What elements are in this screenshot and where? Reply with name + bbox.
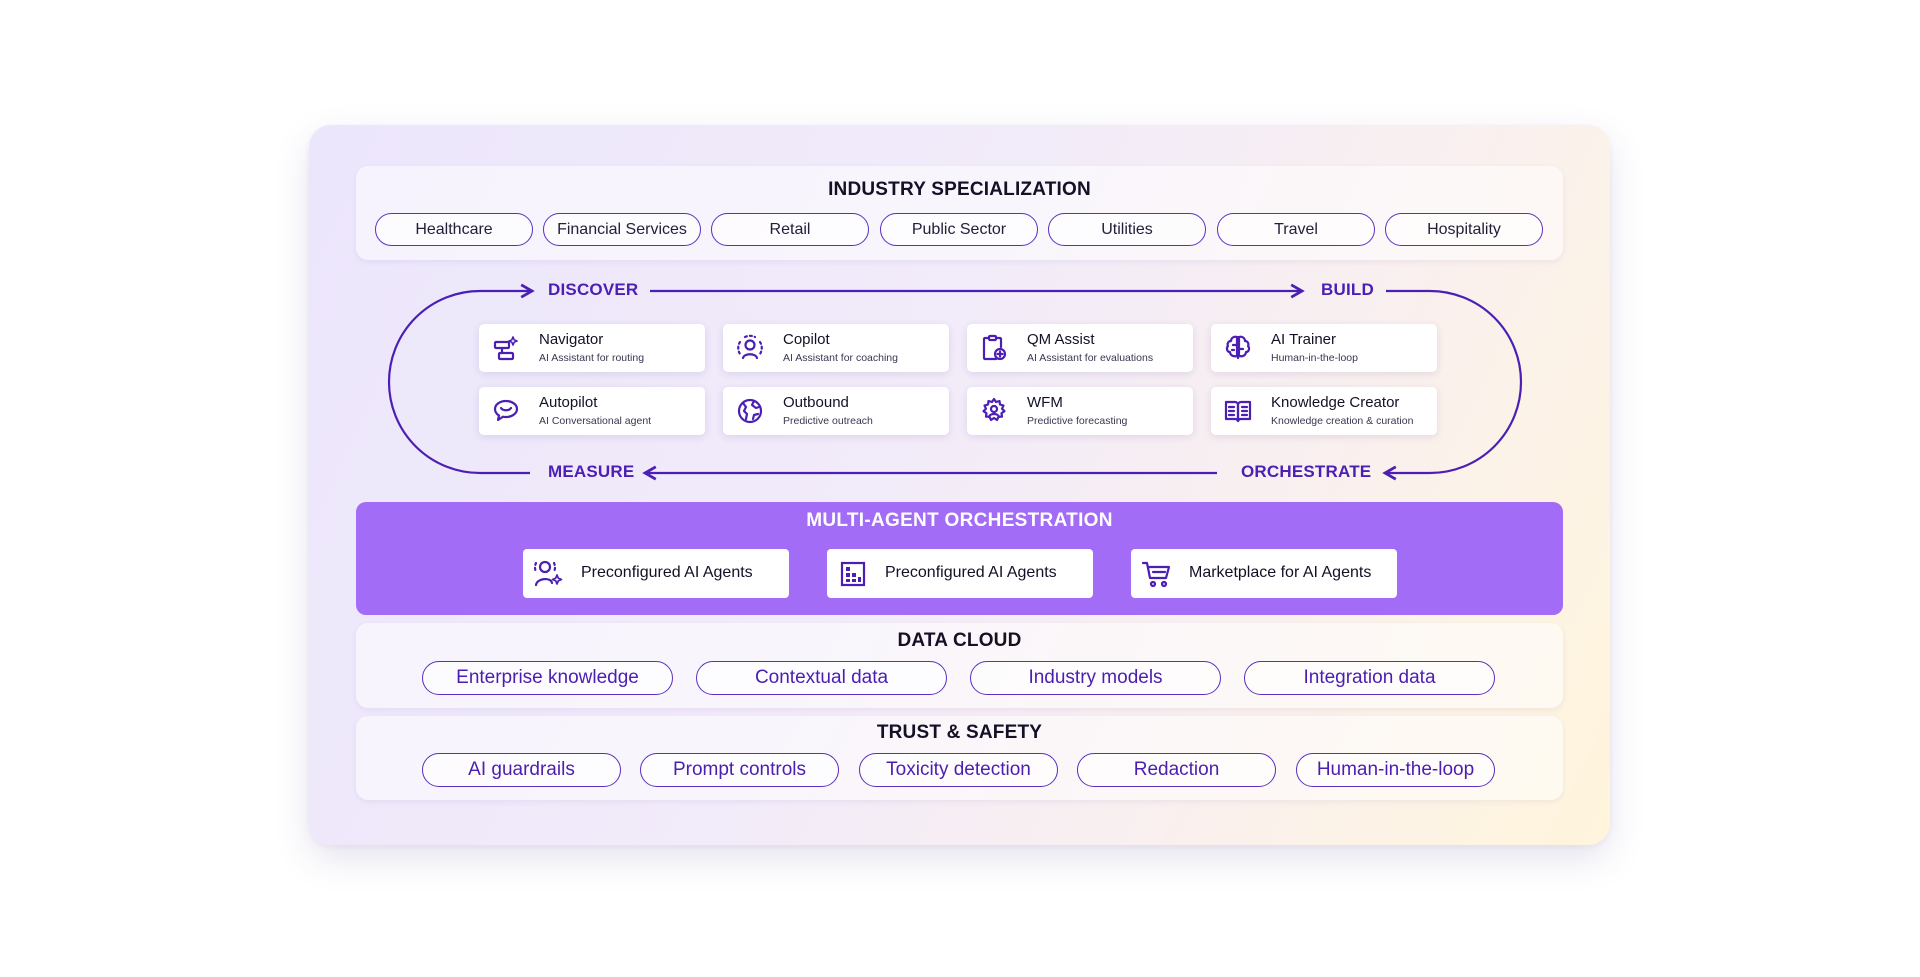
industry-chip-public-sector: Public Sector	[880, 213, 1038, 246]
data-chip-enterprise-knowledge: Enterprise knowledge	[422, 661, 673, 695]
brain-icon	[1225, 335, 1251, 360]
tile-ai-trainer: AI Trainer Human-in-the-loop	[1211, 324, 1437, 372]
industry-chip-travel: Travel	[1217, 213, 1375, 246]
loop-arc-right	[1382, 289, 1523, 481]
tile-wfm: WFM Predictive forecasting	[967, 387, 1193, 435]
tile-outbound-desc: Predictive outreach	[783, 415, 873, 427]
loop-arc-left	[387, 283, 535, 475]
preconfigured-agents-label-2: Preconfigured AI Agents	[885, 564, 1057, 581]
clipboard-plus-icon	[982, 334, 1007, 361]
marketplace-ai-agents-label: Marketplace for AI Agents	[1189, 564, 1372, 581]
book-icon	[1224, 400, 1252, 423]
tile-knowledge-creator: Knowledge Creator Knowledge creation & c…	[1211, 387, 1437, 435]
trust-safety-panel: TRUST & SAFETY AI guardrails Prompt cont…	[356, 716, 1563, 800]
trust-chip-ai-guardrails: AI guardrails	[422, 753, 621, 787]
trust-chip-redaction: Redaction	[1077, 753, 1276, 787]
tile-navigator: Navigator AI Assistant for routing	[479, 324, 705, 372]
tile-knowledge-creator-desc: Knowledge creation & curation	[1271, 415, 1414, 427]
tile-copilot-desc: AI Assistant for coaching	[783, 352, 898, 364]
tile-qm-assist: QM Assist AI Assistant for evaluations	[967, 324, 1193, 372]
industry-chip-healthcare: Healthcare	[375, 213, 533, 246]
tile-autopilot: Autopilot AI Conversational agent	[479, 387, 705, 435]
trust-chip-toxicity-detection: Toxicity detection	[859, 753, 1058, 787]
trust-chip-prompt-controls: Prompt controls	[640, 753, 839, 787]
routing-icon	[493, 336, 518, 361]
industry-chip-financial-services: Financial Services	[543, 213, 701, 246]
stage-discover-label: DISCOVER	[548, 280, 639, 299]
tile-wfm-name: WFM	[1027, 394, 1063, 411]
industry-chip-hospitality: Hospitality	[1385, 213, 1543, 246]
tile-copilot-name: Copilot	[783, 331, 830, 348]
tile-qm-assist-desc: AI Assistant for evaluations	[1027, 352, 1154, 364]
tile-outbound-name: Outbound	[783, 394, 849, 411]
trust-chip-human-in-the-loop: Human-in-the-loop	[1296, 753, 1495, 787]
preconfigured-agents-label-1: Preconfigured AI Agents	[581, 564, 753, 581]
industry-chip-retail: Retail	[711, 213, 869, 246]
globe-icon	[737, 398, 763, 424]
tile-navigator-name: Navigator	[539, 331, 604, 348]
tile-qm-assist-name: QM Assist	[1027, 331, 1095, 348]
tile-knowledge-creator-name: Knowledge Creator	[1271, 394, 1400, 411]
tile-navigator-desc: AI Assistant for routing	[539, 352, 645, 364]
stage-build-label: BUILD	[1321, 280, 1374, 299]
trust-safety-title: TRUST & SAFETY	[876, 722, 1043, 743]
multi-agent-orchestration-panel: MULTI-AGENT ORCHESTRATION Preconfigured …	[356, 502, 1563, 615]
industry-specialization-panel: INDUSTRY SPECIALIZATION Healthcare Finan…	[356, 166, 1563, 260]
industry-specialization-title: INDUSTRY SPECIALIZATION	[828, 179, 1091, 200]
cart-icon	[1141, 561, 1171, 588]
tile-wfm-desc: Predictive forecasting	[1027, 415, 1128, 427]
data-cloud-panel: DATA CLOUD Enterprise knowledge Contextu…	[356, 623, 1563, 708]
data-chip-industry-models: Industry models	[970, 661, 1221, 695]
grid-blocks-icon	[840, 561, 866, 587]
marketplace-ai-agents-button[interactable]: Marketplace for AI Agents	[1131, 549, 1397, 598]
data-chip-integration-data: Integration data	[1244, 661, 1495, 695]
gear-person-icon	[982, 397, 1006, 422]
tile-ai-trainer-desc: Human-in-the-loop	[1271, 352, 1358, 364]
stage-measure-label: MEASURE	[548, 462, 635, 481]
preconfigured-agents-button-1[interactable]: Preconfigured AI Agents	[523, 549, 789, 598]
industry-chip-utilities: Utilities	[1048, 213, 1206, 246]
tile-autopilot-name: Autopilot	[539, 394, 598, 411]
multi-agent-orchestration-title: MULTI-AGENT ORCHESTRATION	[806, 510, 1113, 531]
chat-bubble-icon	[493, 399, 519, 422]
data-chip-contextual-data: Contextual data	[696, 661, 947, 695]
tile-autopilot-desc: AI Conversational agent	[539, 415, 652, 427]
agent-person-icon	[737, 334, 763, 360]
tile-copilot: Copilot AI Assistant for coaching	[723, 324, 949, 372]
tile-ai-trainer-name: AI Trainer	[1271, 331, 1337, 348]
stage-orchestrate-label: ORCHESTRATE	[1241, 462, 1372, 481]
data-cloud-title: DATA CLOUD	[897, 630, 1022, 651]
person-sparkle-icon	[533, 560, 563, 587]
preconfigured-agents-button-2[interactable]: Preconfigured AI Agents	[827, 549, 1093, 598]
tile-outbound: Outbound Predictive outreach	[723, 387, 949, 435]
